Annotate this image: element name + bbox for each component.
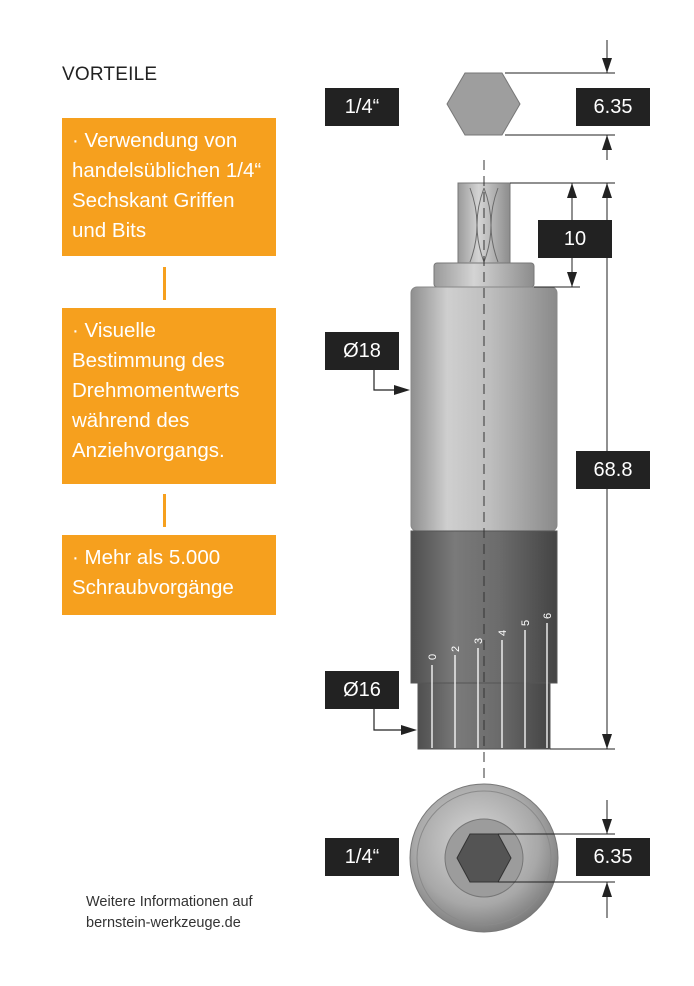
scale-label: 0 [427,654,439,660]
scale-label: 6 [542,613,554,619]
top-hex-shape [446,72,521,136]
benefit-text: · Verwendung von handelsüblichen 1/4“ Se… [72,129,262,242]
bottom-inner-ring [416,790,552,926]
dimension-label-bottom-hex: 1/4“ [325,838,399,876]
torque-scale [431,623,548,748]
bit-facets [469,187,499,263]
scale-label: 3 [473,638,485,644]
dimension-label-top-size: 6.35 [576,88,650,126]
scale-label: 5 [520,620,532,626]
benefit-box-cycles: · Mehr als 5.000 Schraubvorgänge [62,535,276,615]
footer-line: Weitere Informationen auf [86,894,253,910]
dimension-label-top-hex: 1/4“ [325,88,399,126]
dimension-label-diameter-upper: Ø18 [325,332,399,370]
footer-info: Weitere Informationen auf bernstein-werk… [86,892,253,934]
dimension-label-diameter-lower: Ø16 [325,671,399,709]
dimension-label-bottom-size: 6.35 [576,838,650,876]
benefit-text: · Visuelle Bestimmung des Drehmomentwert… [72,319,240,462]
connector-line [163,267,166,300]
benefit-box-standard-bits: · Verwendung von handelsüblichen 1/4“ Se… [62,118,276,256]
connector-line [163,494,166,527]
benefit-box-visual-torque: · Visuelle Bestimmung des Drehmomentwert… [62,308,276,484]
scale-label: 4 [497,630,509,636]
benefit-text: · Mehr als 5.000 Schraubvorgänge [72,546,234,599]
dimension-label-bit-length: 10 [538,220,612,258]
footer-link[interactable]: bernstein-werkzeuge.de [86,915,241,931]
bottom-hex-socket [456,833,512,883]
dimension-label-total-length: 68.8 [576,451,650,489]
scale-label: 2 [450,646,462,652]
section-heading: VORTEILE [62,64,158,85]
